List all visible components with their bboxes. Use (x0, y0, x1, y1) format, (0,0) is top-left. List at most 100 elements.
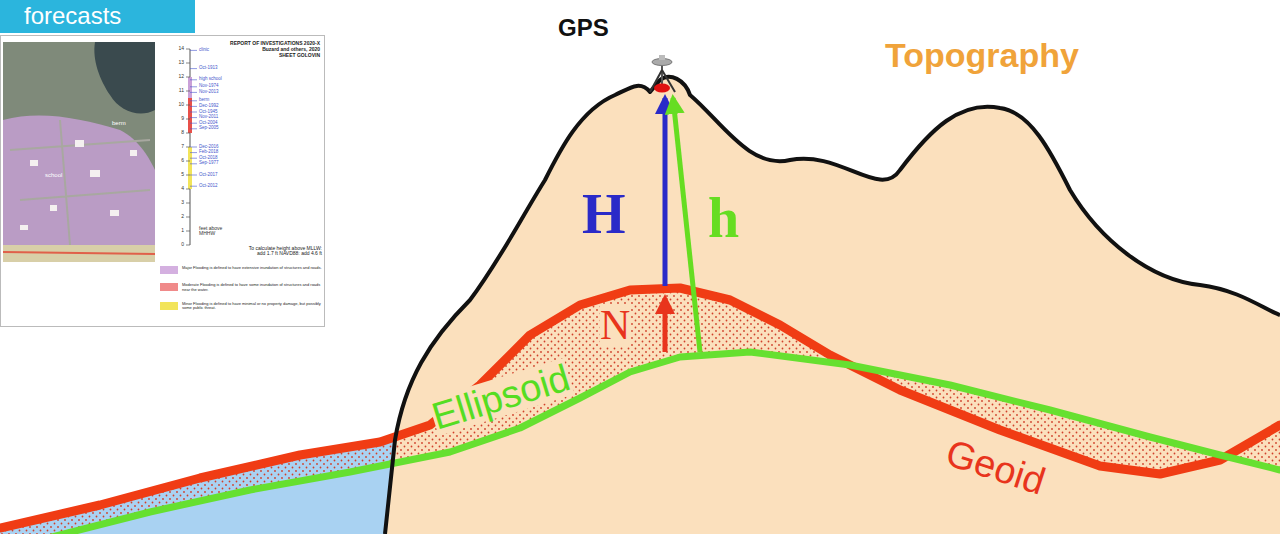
flood-event-label: Oct-2018 (199, 156, 218, 161)
gps-receiver (650, 55, 675, 93)
scale-tick (186, 49, 190, 50)
scale-tick (186, 175, 190, 176)
scale-tick (186, 105, 190, 106)
sheet-header: Buzard and others, 2020 (262, 46, 320, 52)
scale-tick (186, 189, 190, 190)
scale-number: 4 (170, 186, 184, 191)
topography-label: Topography (885, 38, 1079, 72)
scale-tick (186, 231, 190, 232)
scale-number: 13 (170, 60, 184, 65)
flood-event-label: Feb-2018 (199, 150, 218, 155)
flood-event-label: Sep-1977 (199, 161, 219, 166)
event-tick (190, 117, 197, 118)
ellipsoid-curve (40, 352, 1280, 534)
scale-number: 11 (170, 88, 184, 93)
event-tick (190, 68, 197, 69)
flood-event-label: Dec-2016 (199, 145, 219, 150)
scale-number: 9 (170, 116, 184, 121)
scale-number: 7 (170, 144, 184, 149)
sheet-header: SHEET GOLOVIN (279, 52, 320, 58)
event-tick (190, 100, 197, 101)
scale-number: 3 (170, 200, 184, 205)
scale-tick (186, 217, 190, 218)
scale-tick (186, 77, 190, 78)
scale-number: 10 (170, 102, 184, 107)
map-place-name: school (45, 172, 62, 178)
scale-tick (186, 245, 190, 246)
scale-number: 14 (170, 46, 184, 51)
legend-text: Major Flooding is defined to have extens… (182, 266, 322, 271)
flood-event-label: Sep-2005 (199, 126, 219, 131)
event-tick (190, 147, 197, 148)
event-tick (190, 128, 197, 129)
legend-row: Major Flooding is defined to have extens… (160, 266, 322, 274)
event-tick (190, 186, 197, 187)
flood-event-label: Dec-1992 (199, 104, 219, 109)
event-tick (190, 163, 197, 164)
scale-tick (186, 133, 190, 134)
legend-swatch (160, 302, 178, 310)
scale-tick (186, 63, 190, 64)
map-sheet-ground (1, 36, 325, 327)
event-tick (190, 50, 197, 51)
geoid-separation-band (0, 288, 1280, 534)
legend-text: Minor Flooding is defined to have minima… (182, 302, 322, 312)
legend-text: Moderate Flooding is defined to have som… (182, 283, 322, 293)
flood-event-label: high school (199, 77, 222, 82)
ellipsoidal-height-arrow (673, 98, 700, 352)
scale-number: 8 (170, 130, 184, 135)
event-tick (190, 79, 197, 80)
legend-swatch (160, 283, 178, 291)
scale-number: 0 (170, 242, 184, 247)
flood-event-label: Oct-2017 (199, 173, 218, 178)
event-tick (190, 158, 197, 159)
event-tick (190, 152, 197, 153)
flood-event-label: Oct-1913 (199, 66, 218, 71)
sheet-header: REPORT OF INVESTIGATIONS 2020-X (230, 40, 320, 46)
scale-tick (186, 203, 190, 204)
banner-box: forecasts (0, 0, 195, 33)
flood-event-label: Nov-2013 (199, 90, 219, 95)
aerial-map (3, 42, 155, 262)
flood-event-label: Oct-2004 (199, 121, 218, 126)
ellipsoid-label: Ellipsoid (428, 358, 574, 436)
map-place-name: berm (112, 120, 126, 126)
banner-title: forecasts (24, 2, 121, 31)
scale-tick (186, 147, 190, 148)
scale-unit-note: feet above MHHW (199, 226, 225, 236)
geoid-label: Geoid (942, 433, 1050, 500)
gps-label: GPS (558, 16, 609, 40)
flood-legend: Major Flooding is defined to have extens… (160, 266, 322, 320)
scale-number: 12 (170, 74, 184, 79)
flood-event-label: Nov-2011 (199, 115, 218, 120)
legend-row: Minor Flooding is defined to have minima… (160, 302, 322, 312)
ellipsoidal-height-symbol: h (708, 190, 739, 246)
datum-note: To calculate height above MLLW: add 1.7 … (246, 246, 322, 256)
flood-event-label: berm (199, 98, 209, 103)
scale-tick (186, 119, 190, 120)
event-tick (190, 106, 197, 107)
orthometric-height-arrow (663, 98, 668, 286)
geoid-curve (0, 288, 1280, 528)
flood-event-label: clinic (199, 48, 209, 53)
scale-number: 6 (170, 158, 184, 163)
legend-swatch (160, 266, 178, 274)
geoid-height-arrow (663, 298, 668, 352)
scale-tick (186, 91, 190, 92)
scale-number: 1 (170, 228, 184, 233)
water-level-scale (186, 49, 197, 245)
legend-row: Moderate Flooding is defined to have som… (160, 283, 322, 293)
flood-event-label: Oct-2012 (199, 184, 218, 189)
scale-number: 5 (170, 172, 184, 177)
orthometric-height-symbol: H (582, 186, 626, 242)
flood-event-label: Nov-1974 (199, 84, 219, 89)
scale-tick (186, 161, 190, 162)
topography-outline (385, 77, 1280, 534)
event-tick (190, 175, 197, 176)
event-tick (190, 86, 197, 87)
event-tick (190, 123, 197, 124)
scale-number: 2 (170, 214, 184, 219)
event-tick (190, 92, 197, 93)
event-tick (190, 112, 197, 113)
